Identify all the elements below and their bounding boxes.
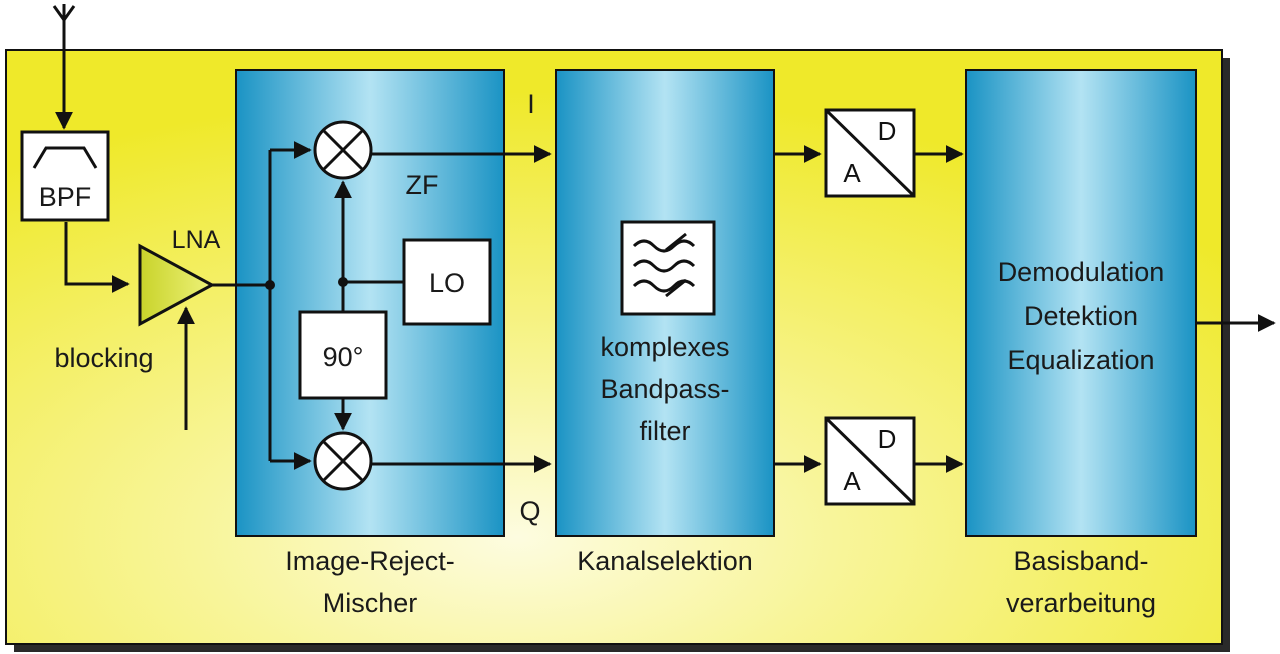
filter-text-2: Bandpass- <box>600 374 729 404</box>
phase-label: 90° <box>323 342 364 372</box>
amplifier-icon <box>138 243 216 327</box>
q-label: Q <box>519 496 540 526</box>
baseband-processing-block <box>965 69 1197 537</box>
i-label: I <box>527 89 535 119</box>
adc-icon <box>824 108 916 198</box>
mixer-caption-2: Mischer <box>323 588 418 618</box>
mixer-caption-1: Image-Reject- <box>285 546 455 576</box>
zf-label: ZF <box>406 170 439 200</box>
baseband-text-1: Demodulation <box>998 257 1165 287</box>
bpf-label: BPF <box>39 182 92 212</box>
adc-icon <box>824 416 916 506</box>
adc-i-a-label: A <box>843 158 861 188</box>
filter-caption: Kanalselektion <box>577 546 753 576</box>
lna-label: LNA <box>172 226 221 254</box>
bandpass-icon <box>32 146 98 169</box>
adc-q-d-label: D <box>878 424 897 454</box>
bpf-to-lna-wire <box>64 222 130 293</box>
phase-shift-block <box>298 310 388 400</box>
filter-text-3: filter <box>639 416 690 446</box>
baseband-caption-1: Basisband- <box>1013 546 1148 576</box>
lo-block <box>402 238 492 326</box>
filter-text-1: komplexes <box>600 332 729 362</box>
lo-label: LO <box>429 268 465 298</box>
baseband-text-3: Equalization <box>1007 345 1154 375</box>
filter-waves-icon <box>620 220 716 316</box>
adc-i-d-label: D <box>878 116 897 146</box>
baseband-caption-2: verarbeitung <box>1006 588 1156 618</box>
blocking-label: blocking <box>54 343 153 373</box>
adc-q-a-label: A <box>843 466 861 496</box>
mixer-icon <box>313 120 373 180</box>
mixer-icon <box>313 431 373 491</box>
baseband-text-2: Detektion <box>1024 301 1138 331</box>
